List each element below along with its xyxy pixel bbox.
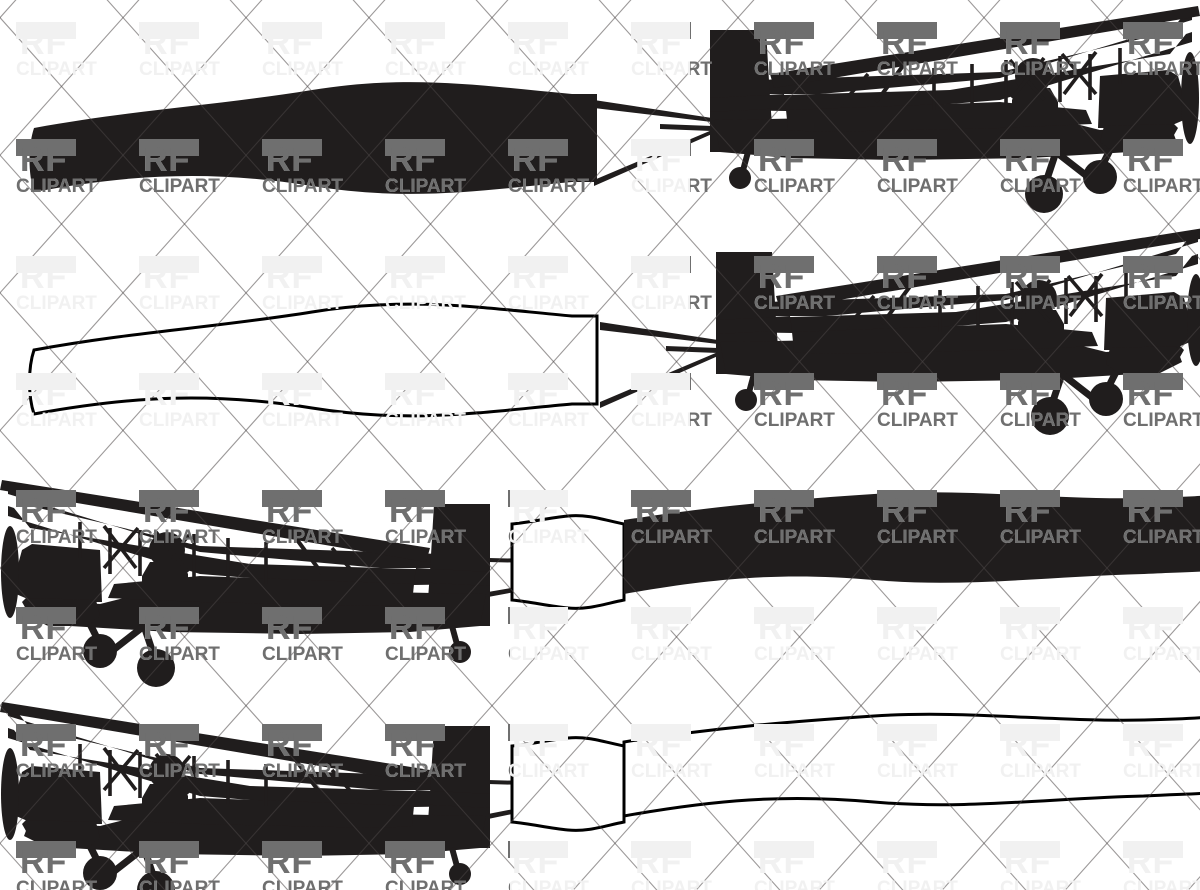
row-3-group [0,480,1200,687]
row-4-banner-neck [510,736,626,832]
row-2-banner [28,302,599,418]
row-2-group [28,228,1200,435]
row-2-tow-lines [600,322,718,408]
row-4-banner [622,712,1200,818]
row-4-plane [0,702,490,890]
row-3-banner-neck [510,514,626,610]
row-2-plane [716,228,1200,435]
row-3-plane [0,480,490,687]
row-1-group [29,6,1200,213]
row-1-tow-lines [594,100,712,186]
row-1-banner [29,82,597,194]
row-3-banner [624,492,1200,594]
row-1-plane [710,6,1200,213]
row-4-group [0,702,1200,890]
